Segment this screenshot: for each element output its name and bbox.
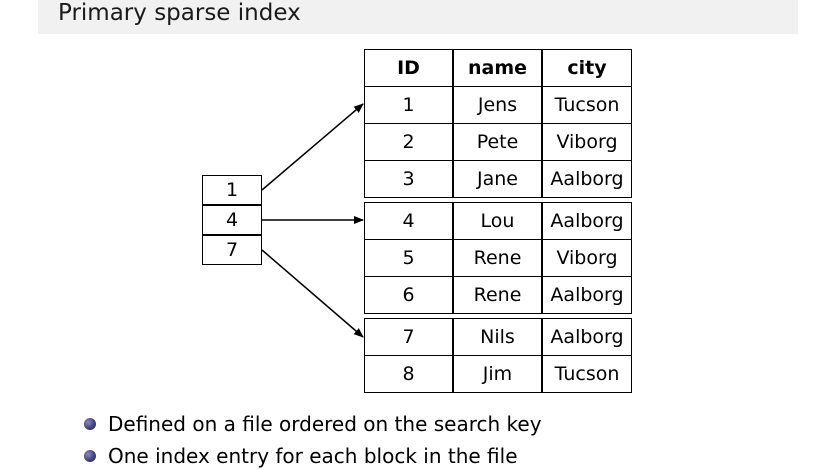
cell-city: Aalborg (542, 202, 632, 240)
bullet-item: Defined on a file ordered on the search … (84, 412, 542, 436)
bullet-text: One index entry for each block in the fi… (108, 444, 518, 468)
bullet-icon (84, 418, 96, 430)
cell-id: 4 (364, 202, 453, 240)
cell-name: Jane (453, 160, 542, 198)
bullet-item: One index entry for each block in the fi… (84, 444, 518, 468)
index-entry: 4 (202, 205, 262, 235)
cell-id: 8 (364, 355, 453, 393)
index-entry: 7 (202, 235, 262, 265)
cell-id: 5 (364, 239, 453, 277)
cell-id: 7 (364, 318, 453, 356)
cell-name: Rene (453, 239, 542, 277)
cell-name: Jens (453, 86, 542, 124)
cell-city: Viborg (542, 123, 632, 161)
arrow-to-block-1 (261, 103, 364, 191)
cell-name: Jim (453, 355, 542, 393)
cell-id: 6 (364, 276, 453, 314)
cell-id: 1 (364, 86, 453, 124)
cell-city: Tucson (542, 86, 632, 124)
arrow-to-block-3 (261, 249, 364, 338)
slide-title: Primary sparse index (58, 0, 301, 26)
cell-city: Aalborg (542, 276, 632, 314)
title-bar (38, 0, 798, 34)
cell-name: Lou (453, 202, 542, 240)
cell-name: Nils (453, 318, 542, 356)
header-name: name (453, 49, 542, 87)
cell-id: 3 (364, 160, 453, 198)
index-entry: 1 (202, 175, 262, 205)
cell-city: Aalborg (542, 160, 632, 198)
cell-city: Tucson (542, 355, 632, 393)
bullet-icon (84, 450, 96, 462)
cell-name: Pete (453, 123, 542, 161)
cell-name: Rene (453, 276, 542, 314)
bullet-text: Defined on a file ordered on the search … (108, 412, 542, 436)
